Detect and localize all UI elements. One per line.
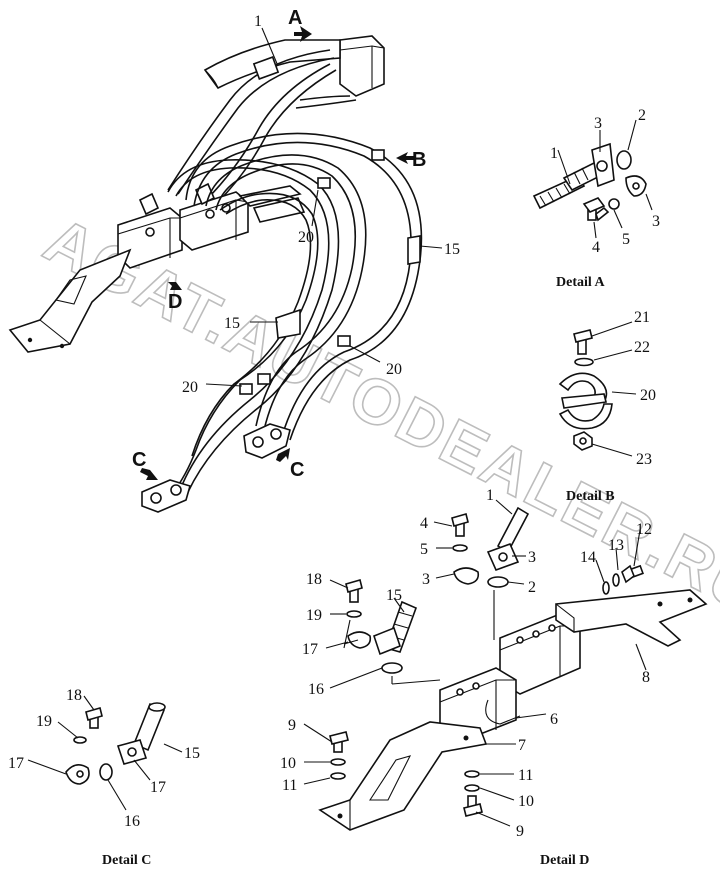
callout-20-main-a: 20 <box>298 229 314 246</box>
detail-c-callout-16: 16 <box>124 813 140 830</box>
detail-b: 21 22 20 23 Detail B <box>558 309 656 504</box>
detail-a-callout-1: 1 <box>550 145 558 162</box>
callout-15-main-b: 15 <box>224 315 240 332</box>
view-marker-d: D <box>168 291 182 313</box>
callout-1-main: 1 <box>254 13 262 30</box>
view-marker-c-left: C <box>132 449 146 471</box>
detail-c-caption: Detail C <box>102 853 151 868</box>
detail-a-caption: Detail A <box>556 275 605 290</box>
arrow-d-icon <box>168 282 182 290</box>
hose-ends <box>141 423 291 513</box>
detail-d-callout-12: 12 <box>636 521 652 538</box>
view-marker-b: B <box>412 149 426 171</box>
detail-a-callout-3a: 3 <box>594 115 602 132</box>
detail-c-callout-17b: 17 <box>150 779 166 796</box>
callout-20-main-b: 20 <box>386 361 402 378</box>
detail-b-callout-22: 22 <box>634 339 650 356</box>
callout-15-main-a: 15 <box>444 241 460 258</box>
detail-c-callout-19: 19 <box>36 713 52 730</box>
detail-d-callout-9b: 9 <box>516 823 524 840</box>
detail-c-callout-15: 15 <box>184 745 200 762</box>
detail-a: 1 2 3 3 4 5 Detail A <box>532 107 660 290</box>
arrow-a-icon <box>294 26 312 42</box>
detail-b-callout-20: 20 <box>640 387 656 404</box>
detail-a-callout-5: 5 <box>622 231 630 248</box>
view-arrows: A B C C D <box>132 7 426 481</box>
detail-b-callout-23: 23 <box>636 451 652 468</box>
detail-a-callout-3b: 3 <box>652 213 660 230</box>
arrow-c-left-icon <box>140 468 158 480</box>
detail-d-callout-3b: 3 <box>422 571 430 588</box>
detail-d-callout-11b: 11 <box>518 767 533 784</box>
detail-d-callout-15: 15 <box>386 587 402 604</box>
detail-d-callout-17: 17 <box>302 641 318 658</box>
main-callouts: 1 15 15 20 20 20 <box>182 13 460 396</box>
detail-c: 18 19 17 16 17 15 Detail C <box>8 687 200 868</box>
detail-b-caption: Detail B <box>566 489 615 504</box>
arrow-c-right-icon <box>276 448 290 462</box>
main-assembly: A B C C D 1 15 15 20 20 20 <box>8 7 460 513</box>
o-ring-icon <box>616 150 632 170</box>
detail-c-callout-17a: 17 <box>8 755 24 772</box>
detail-d-callout-10b: 10 <box>518 793 534 810</box>
view-marker-c-right: C <box>290 459 304 481</box>
detail-d-callout-9a: 9 <box>288 717 296 734</box>
detail-a-callout-2: 2 <box>638 107 646 124</box>
detail-d-callout-2: 2 <box>528 579 536 596</box>
detail-d-callout-10a: 10 <box>280 755 296 772</box>
detail-b-callout-21: 21 <box>634 309 650 326</box>
detail-d-callout-16: 16 <box>308 681 324 698</box>
view-marker-a: A <box>288 7 302 29</box>
detail-d-callout-6: 6 <box>550 711 558 728</box>
arrow-b-icon <box>396 152 414 164</box>
detail-d-callout-11a: 11 <box>282 777 297 794</box>
detail-d-callout-1: 1 <box>486 487 494 504</box>
manifold <box>117 182 306 269</box>
detail-a-callout-4: 4 <box>592 239 600 256</box>
long-hoses <box>167 132 423 495</box>
detail-d: 1 2 3 3 4 5 6 7 8 9 9 10 10 11 11 12 13 … <box>280 487 708 868</box>
detail-d-callout-4: 4 <box>420 515 428 532</box>
detail-d-callout-19: 19 <box>306 607 322 624</box>
detail-d-callout-13: 13 <box>608 537 624 554</box>
detail-d-callout-14: 14 <box>580 549 596 566</box>
detail-d-callout-3a: 3 <box>528 549 536 566</box>
callout-20-main-c: 20 <box>182 379 198 396</box>
detail-d-callout-18: 18 <box>306 571 322 588</box>
detail-d-callout-5: 5 <box>420 541 428 558</box>
detail-d-callout-7: 7 <box>518 737 526 754</box>
detail-d-caption: Detail D <box>540 853 589 868</box>
detail-c-callout-18: 18 <box>66 687 82 704</box>
main-bracket <box>8 248 132 353</box>
detail-d-callout-8: 8 <box>642 669 650 686</box>
